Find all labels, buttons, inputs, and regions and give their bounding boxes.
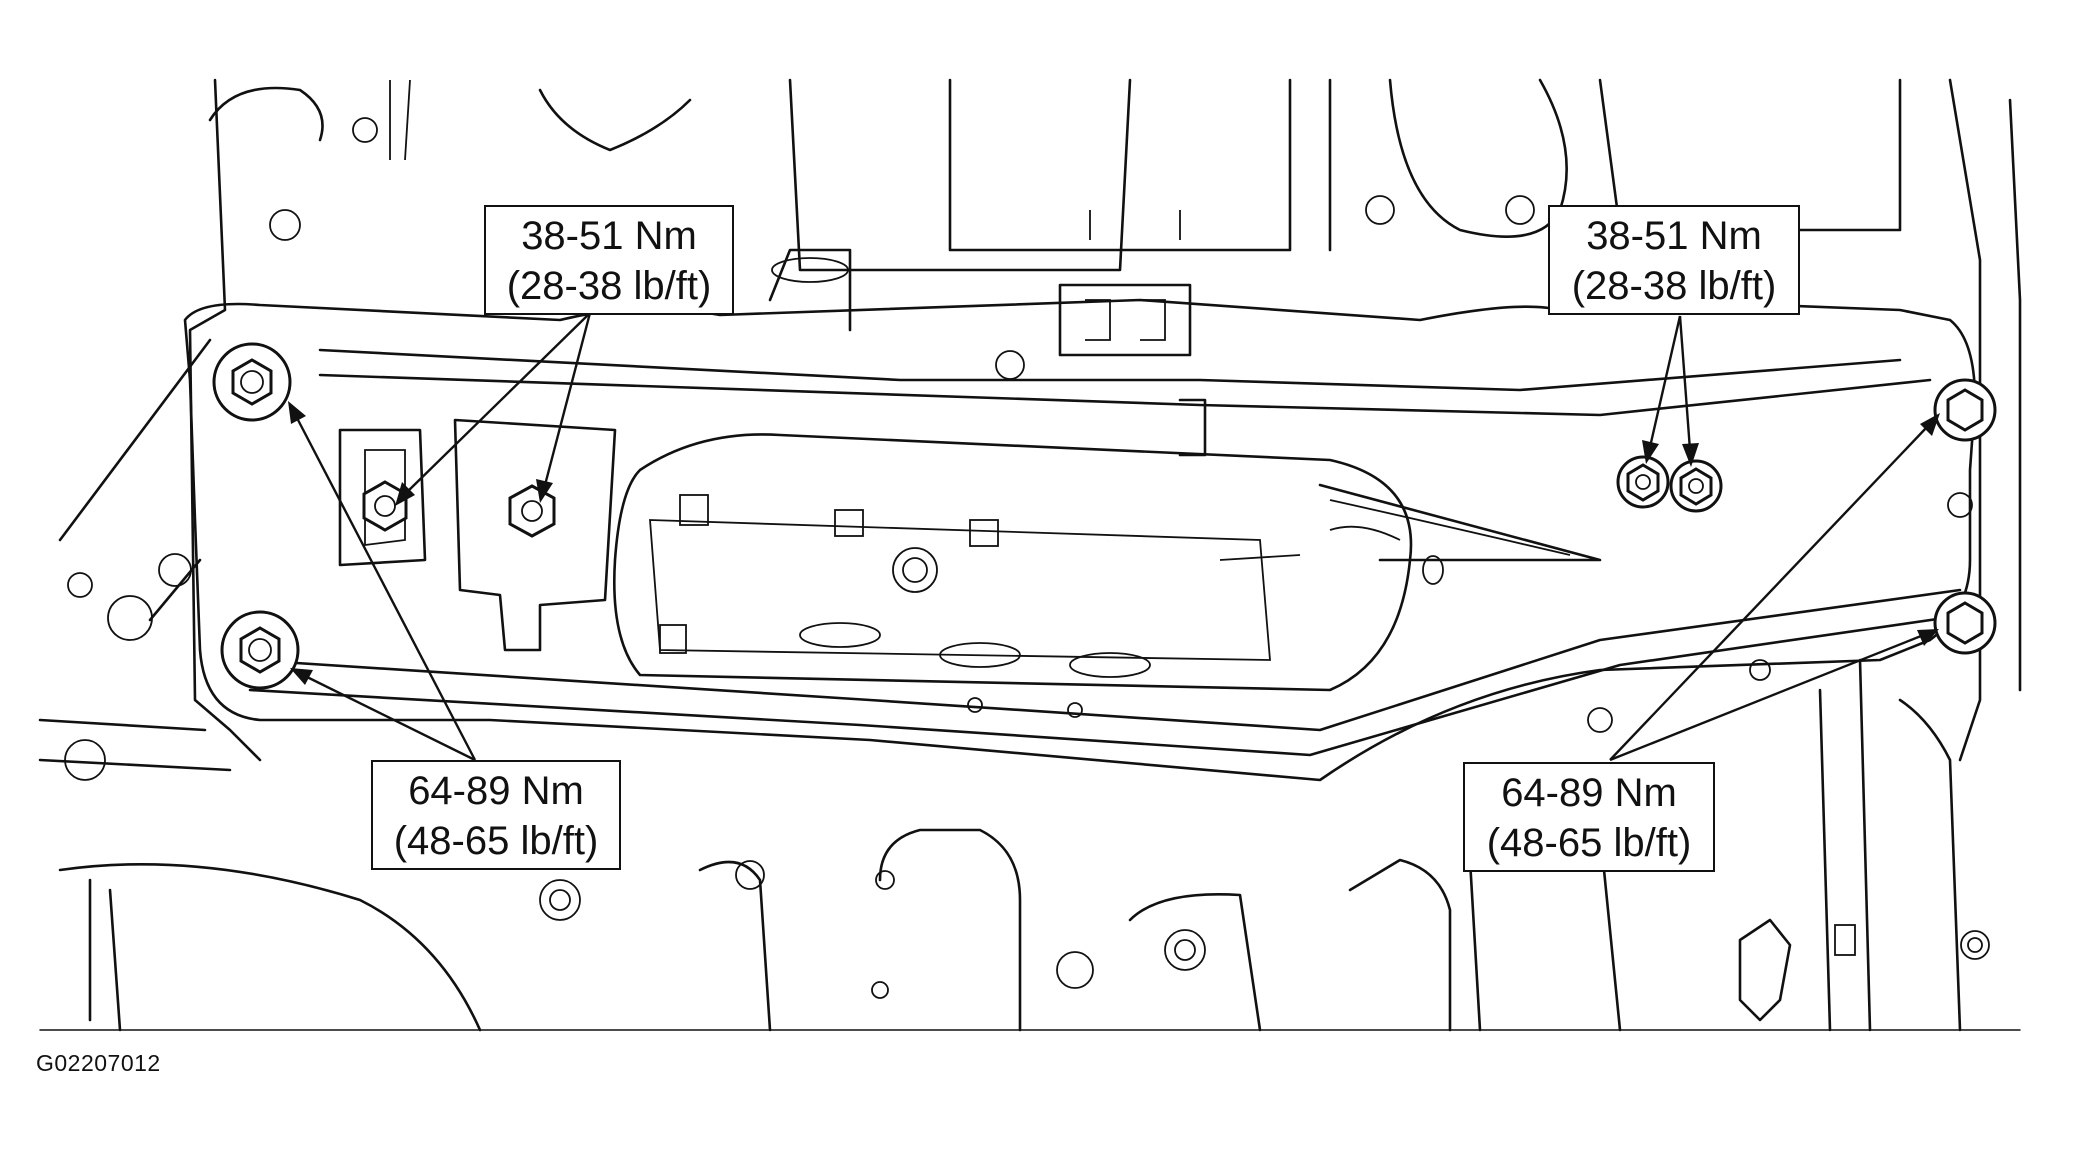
torque-imperial-label: (28-38 lb/ft): [506, 264, 712, 308]
figure-id: G02207012: [36, 1050, 161, 1076]
torque-imperial-label: (48-65 lb/ft): [1486, 821, 1692, 865]
nut-bracket-center-icon: [508, 484, 556, 538]
torque-metric-label: 38-51 Nm: [521, 214, 697, 258]
bolt-right-upper-icon: [1933, 378, 1997, 442]
torque-callout-lower-right: 64-89 Nm (48-65 lb/ft): [1463, 762, 1715, 872]
torque-callout-upper-right: 38-51 Nm (28-38 lb/ft): [1548, 205, 1800, 315]
nut-right-b-icon: [1669, 459, 1723, 513]
torque-imperial-label: (48-65 lb/ft): [393, 819, 599, 863]
torque-metric-label: 64-89 Nm: [408, 769, 584, 813]
torque-callout-lower-left: 64-89 Nm (48-65 lb/ft): [371, 760, 621, 870]
nut-bracket-left-icon: [362, 480, 408, 532]
bolt-left-upper-icon: [212, 342, 292, 422]
torque-metric-label: 64-89 Nm: [1501, 771, 1677, 815]
nut-right-a-icon: [1616, 455, 1670, 509]
torque-metric-label: 38-51 Nm: [1586, 214, 1762, 258]
torque-callout-upper-left: 38-51 Nm (28-38 lb/ft): [484, 205, 734, 315]
torque-imperial-label: (28-38 lb/ft): [1571, 264, 1777, 308]
bolt-right-lower-icon: [1933, 591, 1997, 655]
leader-lines: [288, 312, 1940, 762]
bolt-left-lower-icon: [220, 610, 300, 690]
